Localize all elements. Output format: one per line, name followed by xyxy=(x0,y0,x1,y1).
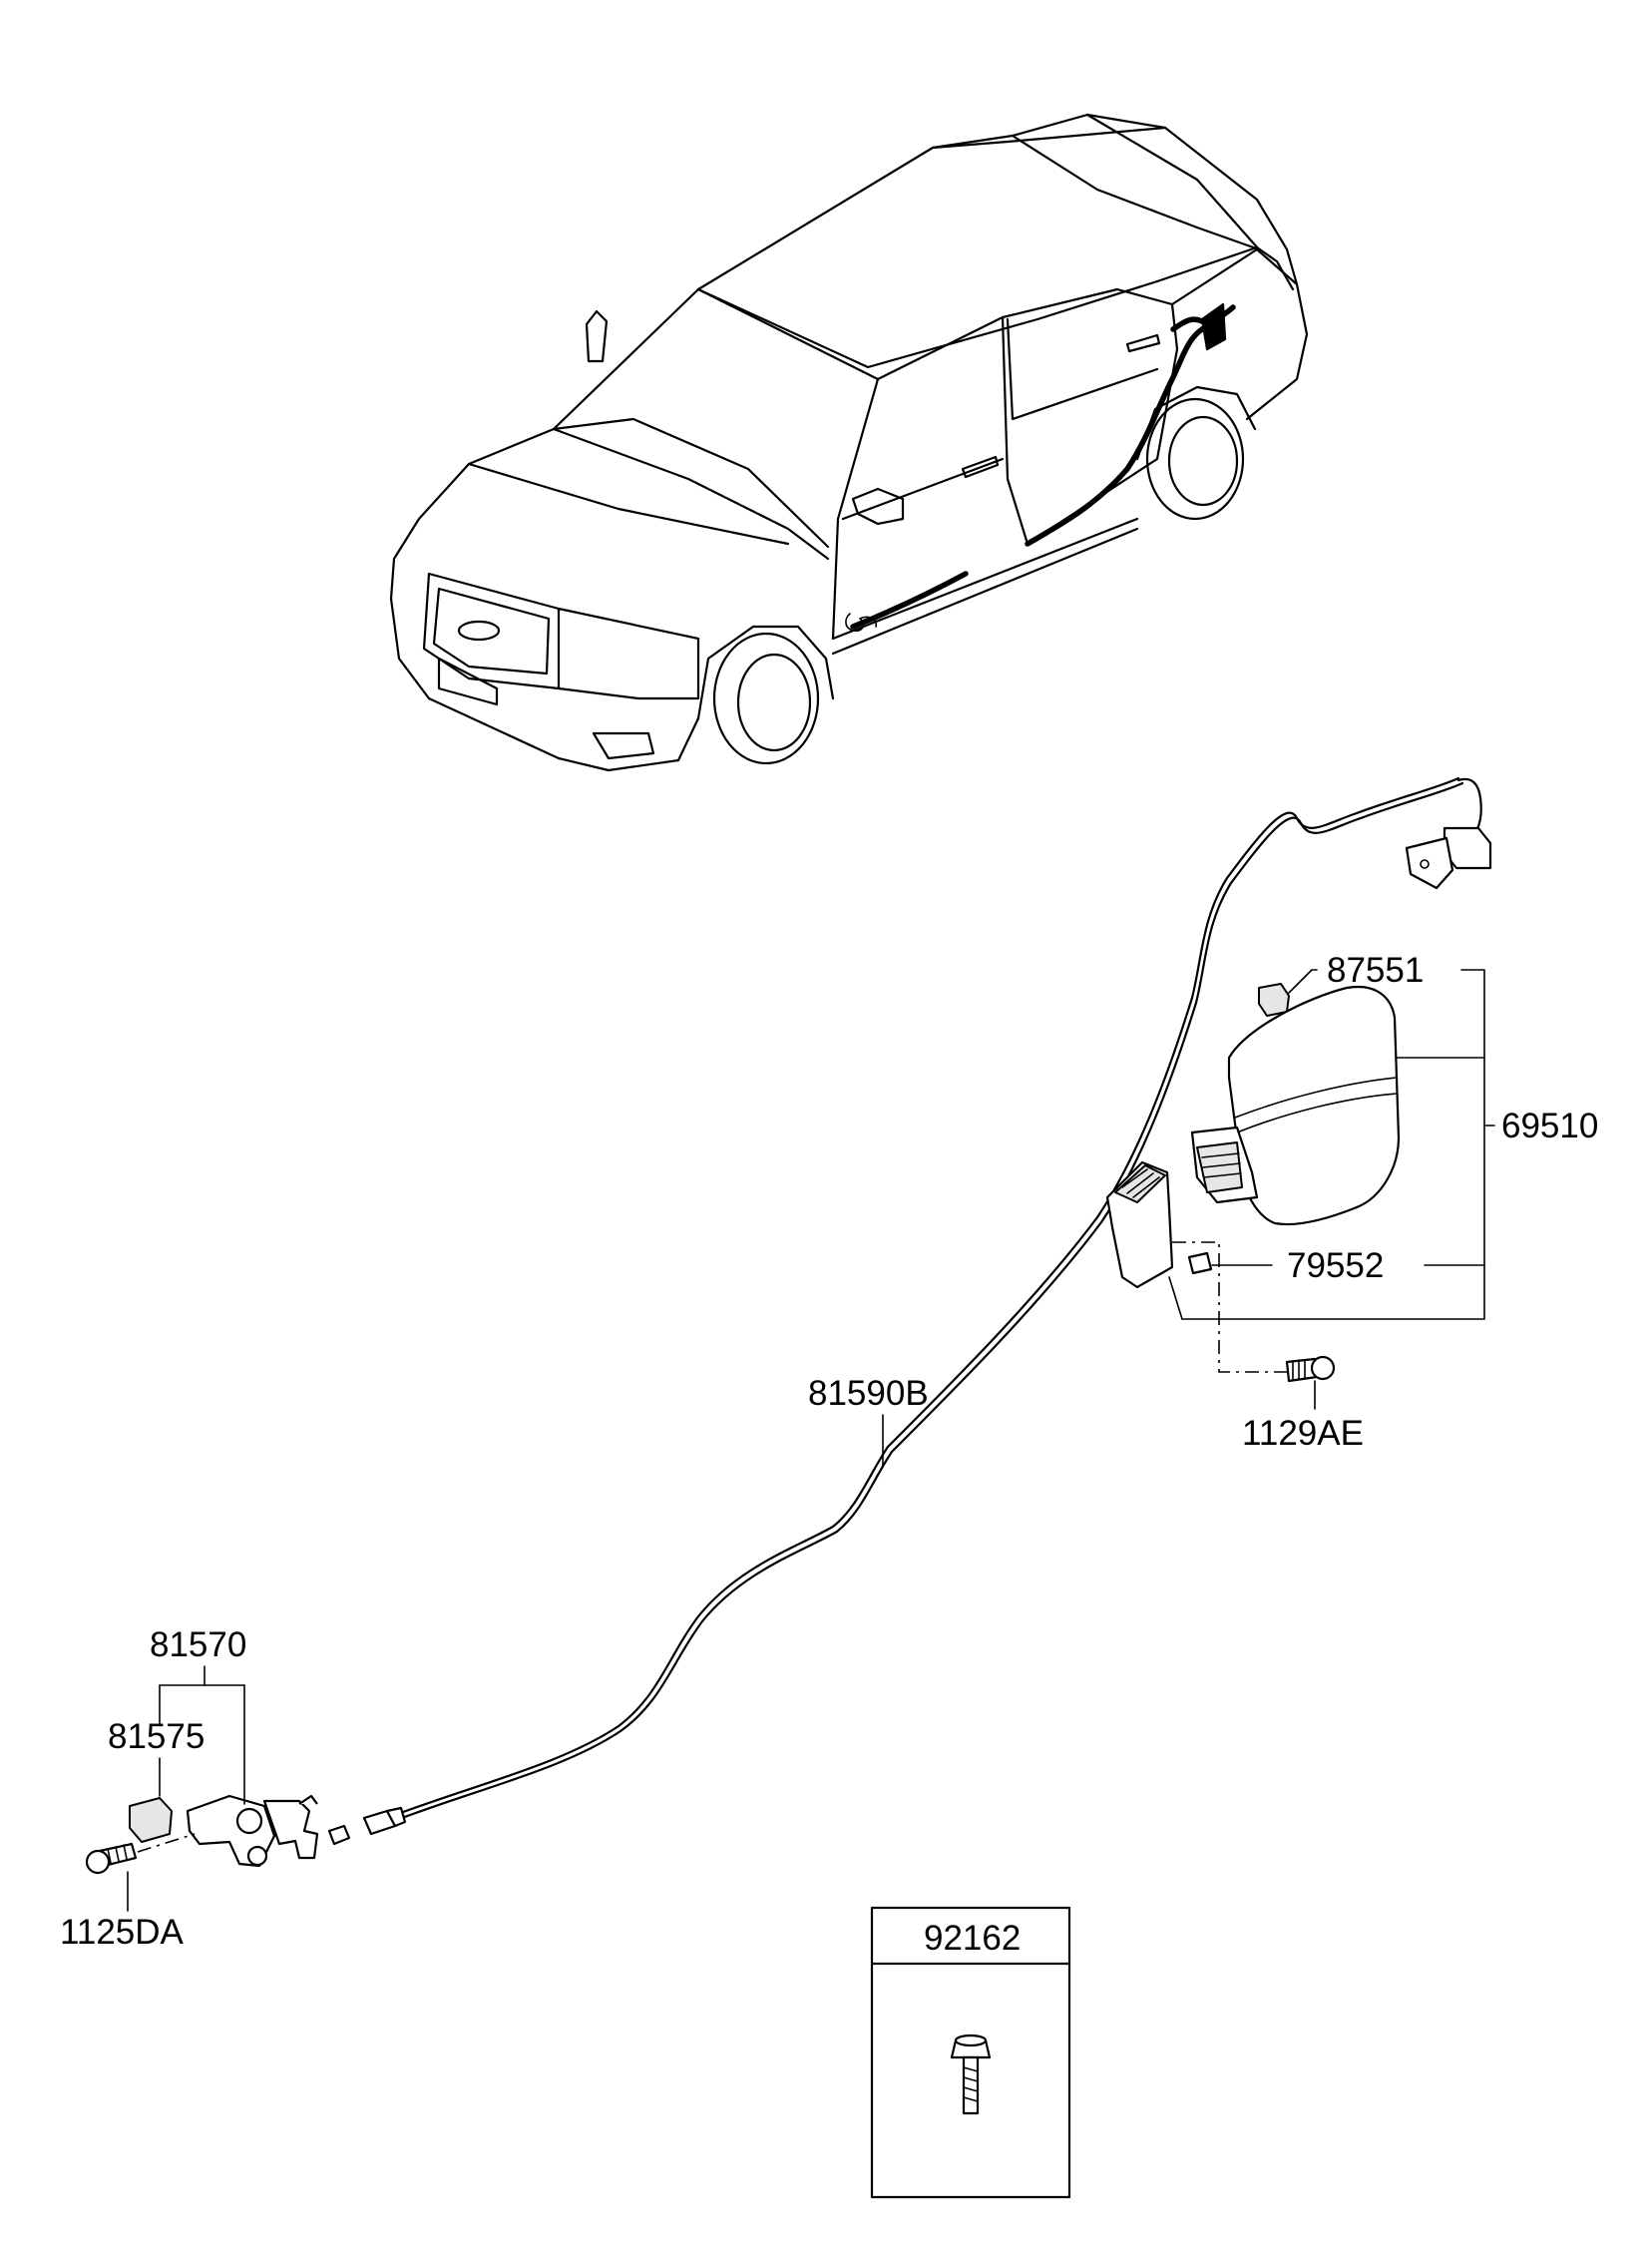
label-1125DA: 1125DA xyxy=(60,1913,185,1952)
release-lever-handle xyxy=(85,1794,407,1875)
fuel-filler-release-cable xyxy=(377,776,1492,1828)
label-81570: 81570 xyxy=(150,1625,246,1664)
label-1129AE: 1129AE xyxy=(1242,1414,1364,1453)
label-69510: 69510 xyxy=(1501,1107,1598,1145)
bolt-icon xyxy=(950,2033,992,2115)
label-81590B: 81590B xyxy=(808,1374,929,1413)
fuel-filler-door xyxy=(1105,983,1401,1383)
leader-lines xyxy=(127,969,1495,1912)
label-87551: 87551 xyxy=(1327,951,1424,990)
label-81575: 81575 xyxy=(108,1717,205,1756)
part-92162-box xyxy=(870,1906,1071,2199)
label-79552: 79552 xyxy=(1287,1246,1384,1285)
sedan-car-illustration xyxy=(389,113,1309,772)
label-92162: 92162 xyxy=(924,1919,1021,1958)
